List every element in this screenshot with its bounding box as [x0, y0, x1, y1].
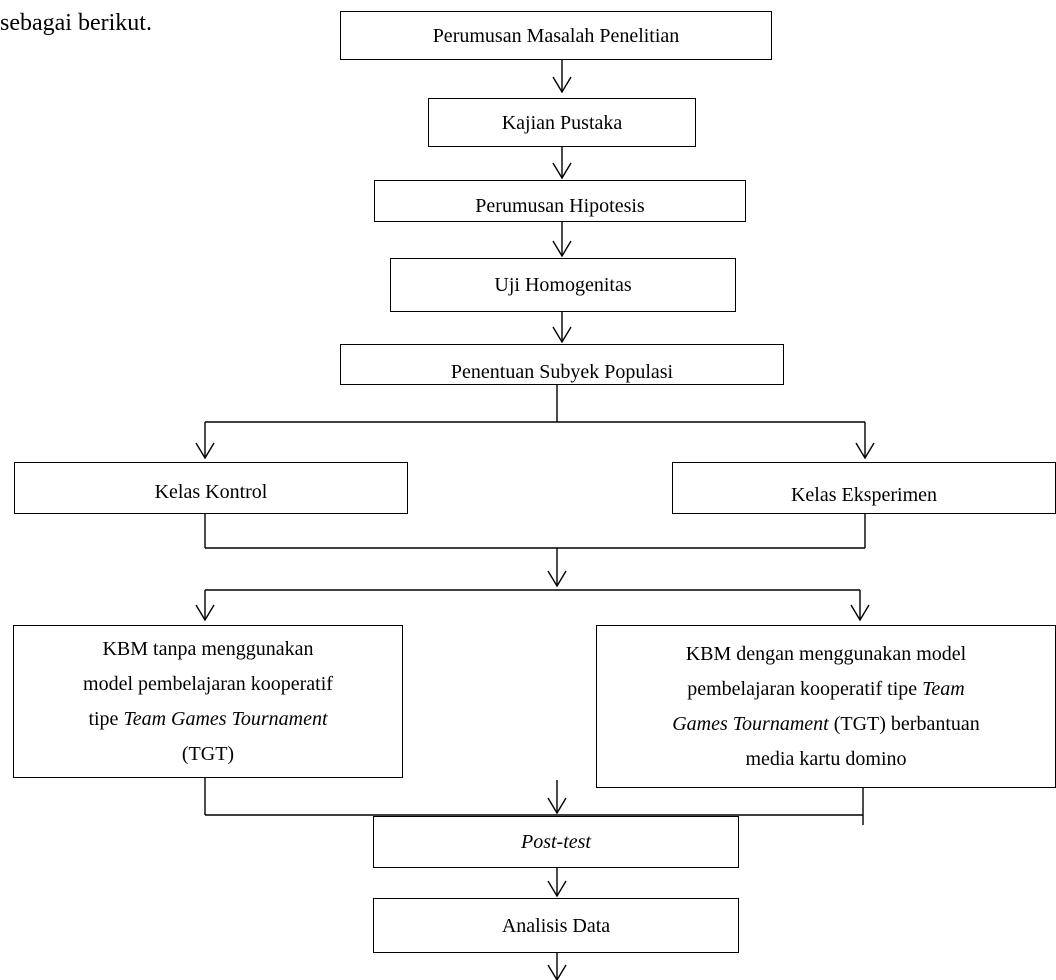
- step-label: Perumusan Hipotesis: [475, 195, 645, 217]
- step-penentuan-subyek-populasi: Penentuan Subyek Populasi: [340, 344, 784, 385]
- step-post-test: Post-test: [373, 816, 739, 868]
- kbm-eksperimen-line: media kartu domino: [745, 747, 907, 770]
- step-kajian-pustaka: Kajian Pustaka: [428, 98, 696, 147]
- arrowhead: [552, 76, 572, 94]
- step-label: Post-test: [521, 831, 591, 853]
- arrowhead: [195, 442, 215, 460]
- step-label: Kelas Eksperimen: [790, 484, 938, 506]
- step-kelas-kontrol: Kelas Kontrol: [14, 462, 408, 514]
- kbm-kontrol-line: model pembelajaran kooperatif: [83, 672, 333, 695]
- step-kbm-kontrol: KBM tanpa menggunakan model pembelajaran…: [13, 625, 403, 778]
- step-perumusan-hipotesis: Perumusan Hipotesis: [374, 180, 746, 222]
- arrowhead: [850, 604, 870, 622]
- step-label: Perumusan Masalah Penelitian: [432, 24, 680, 47]
- step-label: Analisis Data: [501, 914, 611, 937]
- arrowhead: [547, 797, 567, 815]
- step-label: Kajian Pustaka: [501, 111, 623, 134]
- step-kelas-eksperimen: Kelas Eksperimen: [672, 462, 1056, 514]
- arrowhead: [547, 570, 567, 588]
- step-kbm-eksperimen: KBM dengan menggunakan model pembelajara…: [596, 625, 1056, 788]
- step-label: Penentuan Subyek Populasi: [450, 360, 674, 383]
- kbm-eksperimen-line: pembelajaran kooperatif tipe Team: [687, 677, 965, 700]
- step-label: Kelas Kontrol: [154, 481, 268, 503]
- arrowhead: [855, 442, 875, 460]
- kbm-eksperimen-line: Games Tournament (TGT) berbantuan: [672, 712, 980, 735]
- intro-text: sebagai berikut.: [0, 10, 152, 36]
- arrowhead: [552, 240, 572, 258]
- step-uji-homogenitas: Uji Homogenitas: [390, 258, 736, 312]
- kbm-kontrol-line: KBM tanpa menggunakan: [102, 637, 314, 660]
- step-perumusan-masalah: Perumusan Masalah Penelitian: [340, 11, 772, 60]
- arrowhead: [552, 326, 572, 344]
- kbm-kontrol-line: tipe Team Games Tournament: [88, 707, 328, 730]
- arrowhead: [552, 162, 572, 180]
- arrowhead: [547, 964, 567, 980]
- arrowhead: [547, 880, 567, 898]
- arrowhead: [195, 604, 215, 622]
- step-label: Uji Homogenitas: [494, 274, 632, 296]
- kbm-kontrol-line: (TGT): [181, 742, 235, 765]
- kbm-eksperimen-line: KBM dengan menggunakan model: [685, 642, 967, 665]
- step-analisis-data: Analisis Data: [373, 898, 739, 953]
